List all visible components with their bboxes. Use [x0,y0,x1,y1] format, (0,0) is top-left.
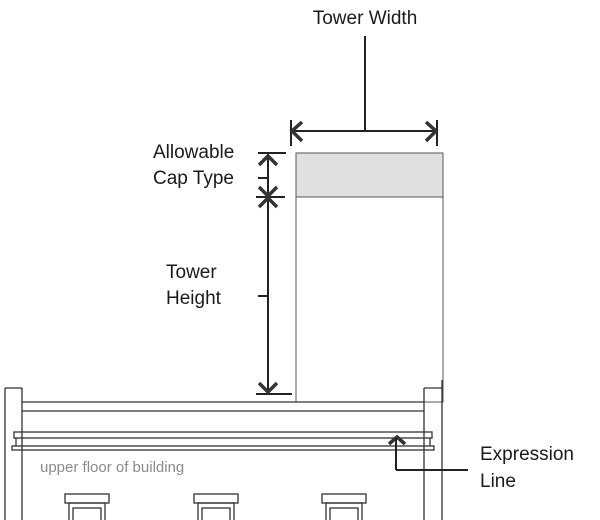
tower-cap [295,152,444,198]
line-label: Line [480,471,516,492]
window [193,493,239,520]
cap-type-label: Cap Type [153,168,234,189]
upper-floor-label: upper floor of building [40,459,184,476]
tower-width-dimension [289,36,439,146]
expression-line-pointer [387,434,468,471]
windows [64,493,367,520]
allowable-label: Allowable [153,142,234,163]
window [64,493,110,520]
tower-width-label: Tower Width [313,8,418,29]
tower-body [295,196,444,403]
building [4,380,443,520]
tower-label: Tower [166,262,217,283]
window [321,493,367,520]
expression-label: Expression [480,444,574,465]
height-label: Height [166,288,222,309]
height-dimension [256,152,292,395]
